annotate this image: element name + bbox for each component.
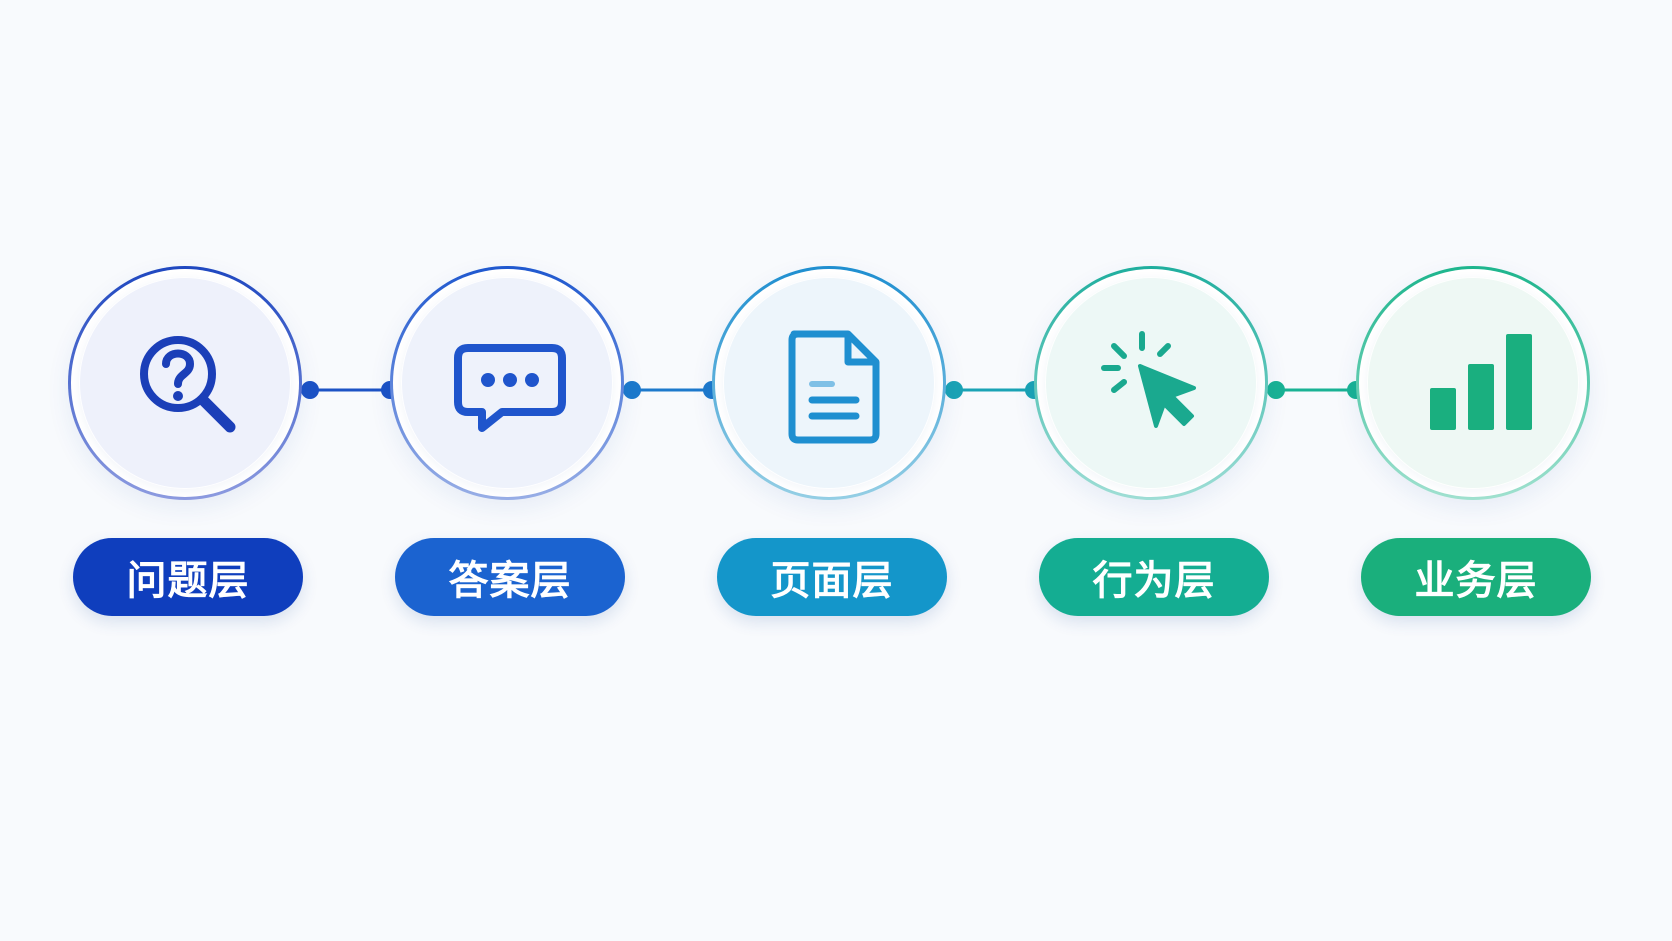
step-answer-layer: 答案层 xyxy=(390,266,630,616)
step-circle xyxy=(1356,266,1590,500)
step-label: 问题层 xyxy=(73,538,303,616)
step-question-layer: 问题层 xyxy=(68,266,308,616)
connector-4 xyxy=(1267,381,1365,399)
step-label: 页面层 xyxy=(717,538,947,616)
step-circle xyxy=(390,266,624,500)
step-label: 业务层 xyxy=(1361,538,1591,616)
step-circle xyxy=(712,266,946,500)
chat-bubble-icon xyxy=(450,326,570,446)
connector-2 xyxy=(623,381,721,399)
step-circle-inner xyxy=(79,277,291,489)
step-business-layer: 业务层 xyxy=(1356,266,1596,616)
bar-chart-icon xyxy=(1416,326,1536,446)
connector-3 xyxy=(945,381,1043,399)
step-page-layer: 页面层 xyxy=(712,266,952,616)
cursor-click-icon xyxy=(1094,326,1214,446)
question-search-icon xyxy=(128,326,248,446)
step-circle xyxy=(68,266,302,500)
document-icon xyxy=(772,326,892,446)
step-behavior-layer: 行为层 xyxy=(1034,266,1274,616)
step-label: 答案层 xyxy=(395,538,625,616)
connector-1 xyxy=(301,381,399,399)
step-label: 行为层 xyxy=(1039,538,1269,616)
step-circle xyxy=(1034,266,1268,500)
